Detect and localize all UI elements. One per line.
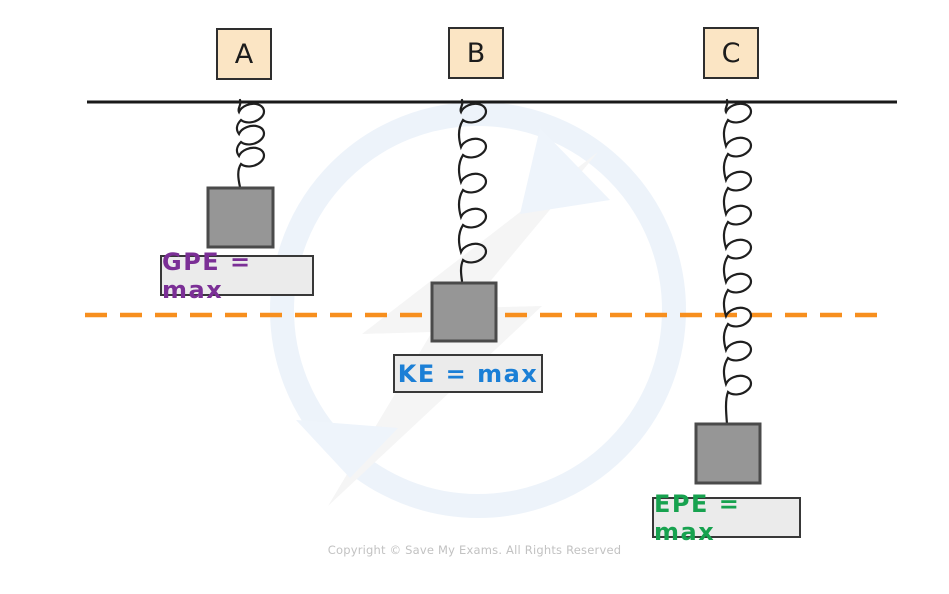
- tag-c: C: [703, 27, 759, 79]
- watermark-accent-top: [520, 128, 610, 214]
- energy-label-gpe-text: GPE = max: [162, 247, 252, 304]
- spring-c: [722, 98, 753, 426]
- spring-a: [235, 98, 266, 189]
- energy-label-ke: KE = max: [393, 354, 543, 393]
- energy-label-epe-text: EPE = max: [654, 489, 741, 546]
- mass-c: [694, 422, 762, 485]
- tag-c-label: C: [721, 37, 741, 69]
- tag-a: A: [216, 28, 272, 80]
- energy-label-gpe: GPE = max: [160, 248, 314, 304]
- tag-b: B: [448, 27, 504, 79]
- mass-b: [430, 281, 498, 343]
- watermark-ring: [270, 102, 686, 518]
- tag-a-label: A: [234, 38, 254, 70]
- energy-label-ke-text: KE = max: [397, 359, 539, 388]
- energy-label-epe: EPE = max: [652, 490, 801, 546]
- copyright-notice: Copyright © Save My Exams. All Rights Re…: [327, 543, 622, 557]
- tag-b-label: B: [466, 37, 486, 69]
- spring-b: [457, 98, 488, 283]
- watermark-accent-bottom: [296, 420, 398, 478]
- mass-a: [206, 186, 275, 249]
